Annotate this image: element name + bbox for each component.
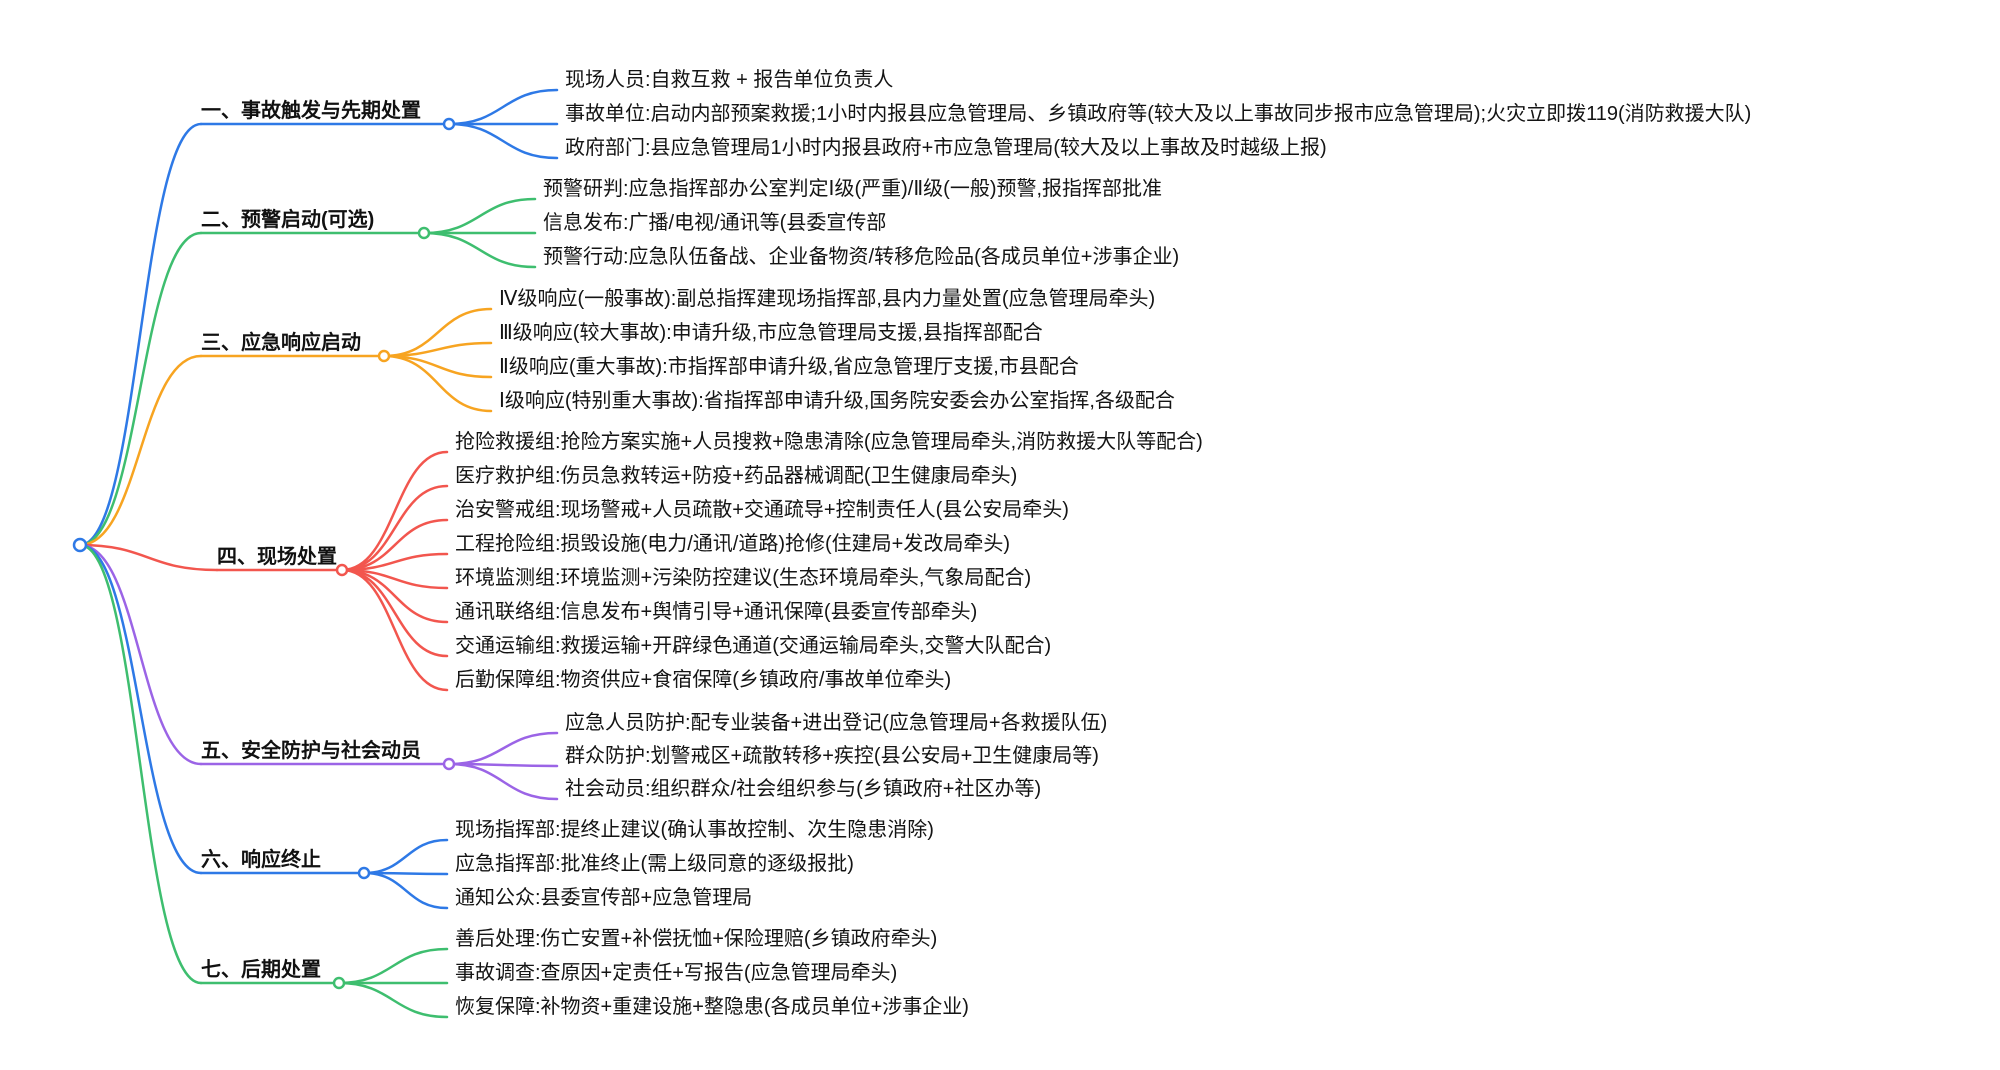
branch-3-toggle[interactable] <box>377 349 391 363</box>
branch-4-leaf-3: 治安警戒组:现场警戒+人员疏散+交通疏导+控制责任人(县公安局牵头) <box>455 499 1069 521</box>
branch-3-leaf-2: Ⅲ级响应(较大事故):申请升级,市应急管理局支援,县指挥部配合 <box>499 322 1043 344</box>
branch-6-leaf-2: 应急指挥部:批准终止(需上级同意的逐级报批) <box>455 853 854 875</box>
branch-3-leaf-3: Ⅱ级响应(重大事故):市指挥部申请升级,省应急管理厅支援,市县配合 <box>499 356 1079 378</box>
branch-4-leaf-2: 医疗救护组:伤员急救转运+防疫+药品器械调配(卫生健康局牵头) <box>455 465 1018 487</box>
branch-1-toggle[interactable] <box>442 117 456 131</box>
branch-3-leaf-1: Ⅳ级响应(一般事故):副总指挥建现场指挥部,县内力量处置(应急管理局牵头) <box>499 288 1156 310</box>
branch-6-label: 六、响应终止 <box>201 849 321 871</box>
branch-5-leaf-3-link <box>447 762 559 801</box>
branch-4-leaf-1-link <box>340 450 449 572</box>
branch-5-leaf-1-link <box>447 731 559 766</box>
branch-7-leaf-1: 善后处理:伤亡安置+补偿抚恤+保险理赔(乡镇政府牵头) <box>455 928 938 950</box>
branch-6-leaf-1: 现场指挥部:提终止建议(确认事故控制、次生隐患消除) <box>455 819 934 841</box>
root-link-branch-4 <box>78 543 219 572</box>
branch-4-leaf-8: 后勤保障组:物资供应+食宿保障(乡镇政府/事故单位牵头) <box>455 669 952 691</box>
branch-1-leaf-1-link <box>447 88 559 126</box>
branch-4-leaf-1: 抢险救援组:抢险方案实施+人员搜救+隐患清除(应急管理局牵头,消防救援大队等配合… <box>455 431 1203 453</box>
branch-3-leaf-4: Ⅰ级响应(特别重大事故):省指挥部申请升级,国务院安委会办公室指挥,各级配合 <box>499 390 1175 412</box>
branch-2-toggle[interactable] <box>417 226 431 240</box>
branch-4-label: 四、现场处置 <box>217 546 337 568</box>
branch-5-leaf-3: 社会动员:组织群众/社会组织参与(乡镇政府+社区办等) <box>565 778 1042 800</box>
branch-7-leaf-1-link <box>337 947 449 985</box>
branch-7-leaf-3: 恢复保障:补物资+重建设施+整隐患(各成员单位+涉事企业) <box>455 996 969 1018</box>
branch-4-toggle[interactable] <box>335 563 349 577</box>
root-link-branch-2 <box>78 231 203 547</box>
branch-2-leaf-3-link <box>422 231 537 269</box>
branch-4-leaf-7-link <box>340 568 449 658</box>
branch-5-label: 五、安全防护与社会动员 <box>201 740 421 762</box>
branch-1-leaf-2: 事故单位:启动内部预案救援;1小时内报县应急管理局、乡镇政府等(较大及以上事故同… <box>565 103 1752 125</box>
branch-5-leaf-2: 群众防护:划警戒区+疏散转移+疾控(县公安局+卫生健康局等) <box>565 745 1099 767</box>
root-link-branch-5 <box>78 543 203 766</box>
branch-2-leaf-1: 预警研判:应急指挥部办公室判定Ⅰ级(严重)/Ⅱ级(一般)预警,报指挥部批准 <box>543 178 1163 200</box>
branch-2-leaf-1-link <box>422 197 537 235</box>
branch-6-leaf-1-link <box>362 838 449 875</box>
branch-5-toggle[interactable] <box>442 757 456 771</box>
branch-5-leaf-1: 应急人员防护:配专业装备+进出登记(应急管理局+各救援队伍) <box>565 712 1108 734</box>
branch-2-leaf-3: 预警行动:应急队伍备战、企业备物资/转移危险品(各成员单位+涉事企业) <box>543 246 1180 268</box>
root-link-branch-7 <box>78 543 203 985</box>
branch-1-leaf-1: 现场人员:自救互救 + 报告单位负责人 <box>565 69 894 91</box>
branch-4-leaf-5: 环境监测组:环境监测+污染防控建议(生态环境局牵头,气象局配合) <box>455 567 1032 589</box>
branch-4-leaf-8-link <box>340 568 449 692</box>
branch-6-leaf-3: 通知公众:县委宣传部+应急管理局 <box>455 887 753 909</box>
branch-7-leaf-2: 事故调查:查原因+定责任+写报告(应急管理局牵头) <box>455 962 898 984</box>
branch-1-label: 一、事故触发与先期处置 <box>201 100 421 122</box>
branch-1-leaf-3: 政府部门:县应急管理局1小时内报县政府+市应急管理局(较大及以上事故及时越级上报… <box>565 137 1327 159</box>
branch-6-leaf-3-link <box>362 871 449 910</box>
branch-4-leaf-2-link <box>340 484 449 572</box>
branch-4-leaf-6: 通讯联络组:信息发布+舆情引导+通讯保障(县委宣传部牵头) <box>455 601 978 623</box>
branch-3-leaf-1-link <box>382 307 493 358</box>
branch-6-toggle[interactable] <box>357 866 371 880</box>
branch-2-label: 二、预警启动(可选) <box>201 209 375 231</box>
root-node-circle[interactable] <box>72 537 88 553</box>
branch-1-leaf-3-link <box>447 122 559 160</box>
branch-2-leaf-2: 信息发布:广播/电视/通讯等(县委宣传部 <box>543 212 887 234</box>
branch-7-leaf-3-link <box>337 981 449 1019</box>
branch-3-leaf-4-link <box>382 354 493 413</box>
branch-4-leaf-4: 工程抢险组:损毁设施(电力/通讯/道路)抢修(住建局+发改局牵头) <box>455 533 1010 555</box>
branch-7-label: 七、后期处置 <box>201 959 321 981</box>
root-link-branch-3 <box>78 354 203 547</box>
branch-4-leaf-3-link <box>340 518 449 572</box>
branch-4-leaf-7: 交通运输组:救援运输+开辟绿色通道(交通运输局牵头,交警大队配合) <box>455 635 1052 657</box>
branch-3-label: 三、应急响应启动 <box>201 332 361 354</box>
root-link-branch-1 <box>78 122 203 547</box>
branch-7-toggle[interactable] <box>332 976 346 990</box>
root-link-branch-6 <box>78 543 203 875</box>
